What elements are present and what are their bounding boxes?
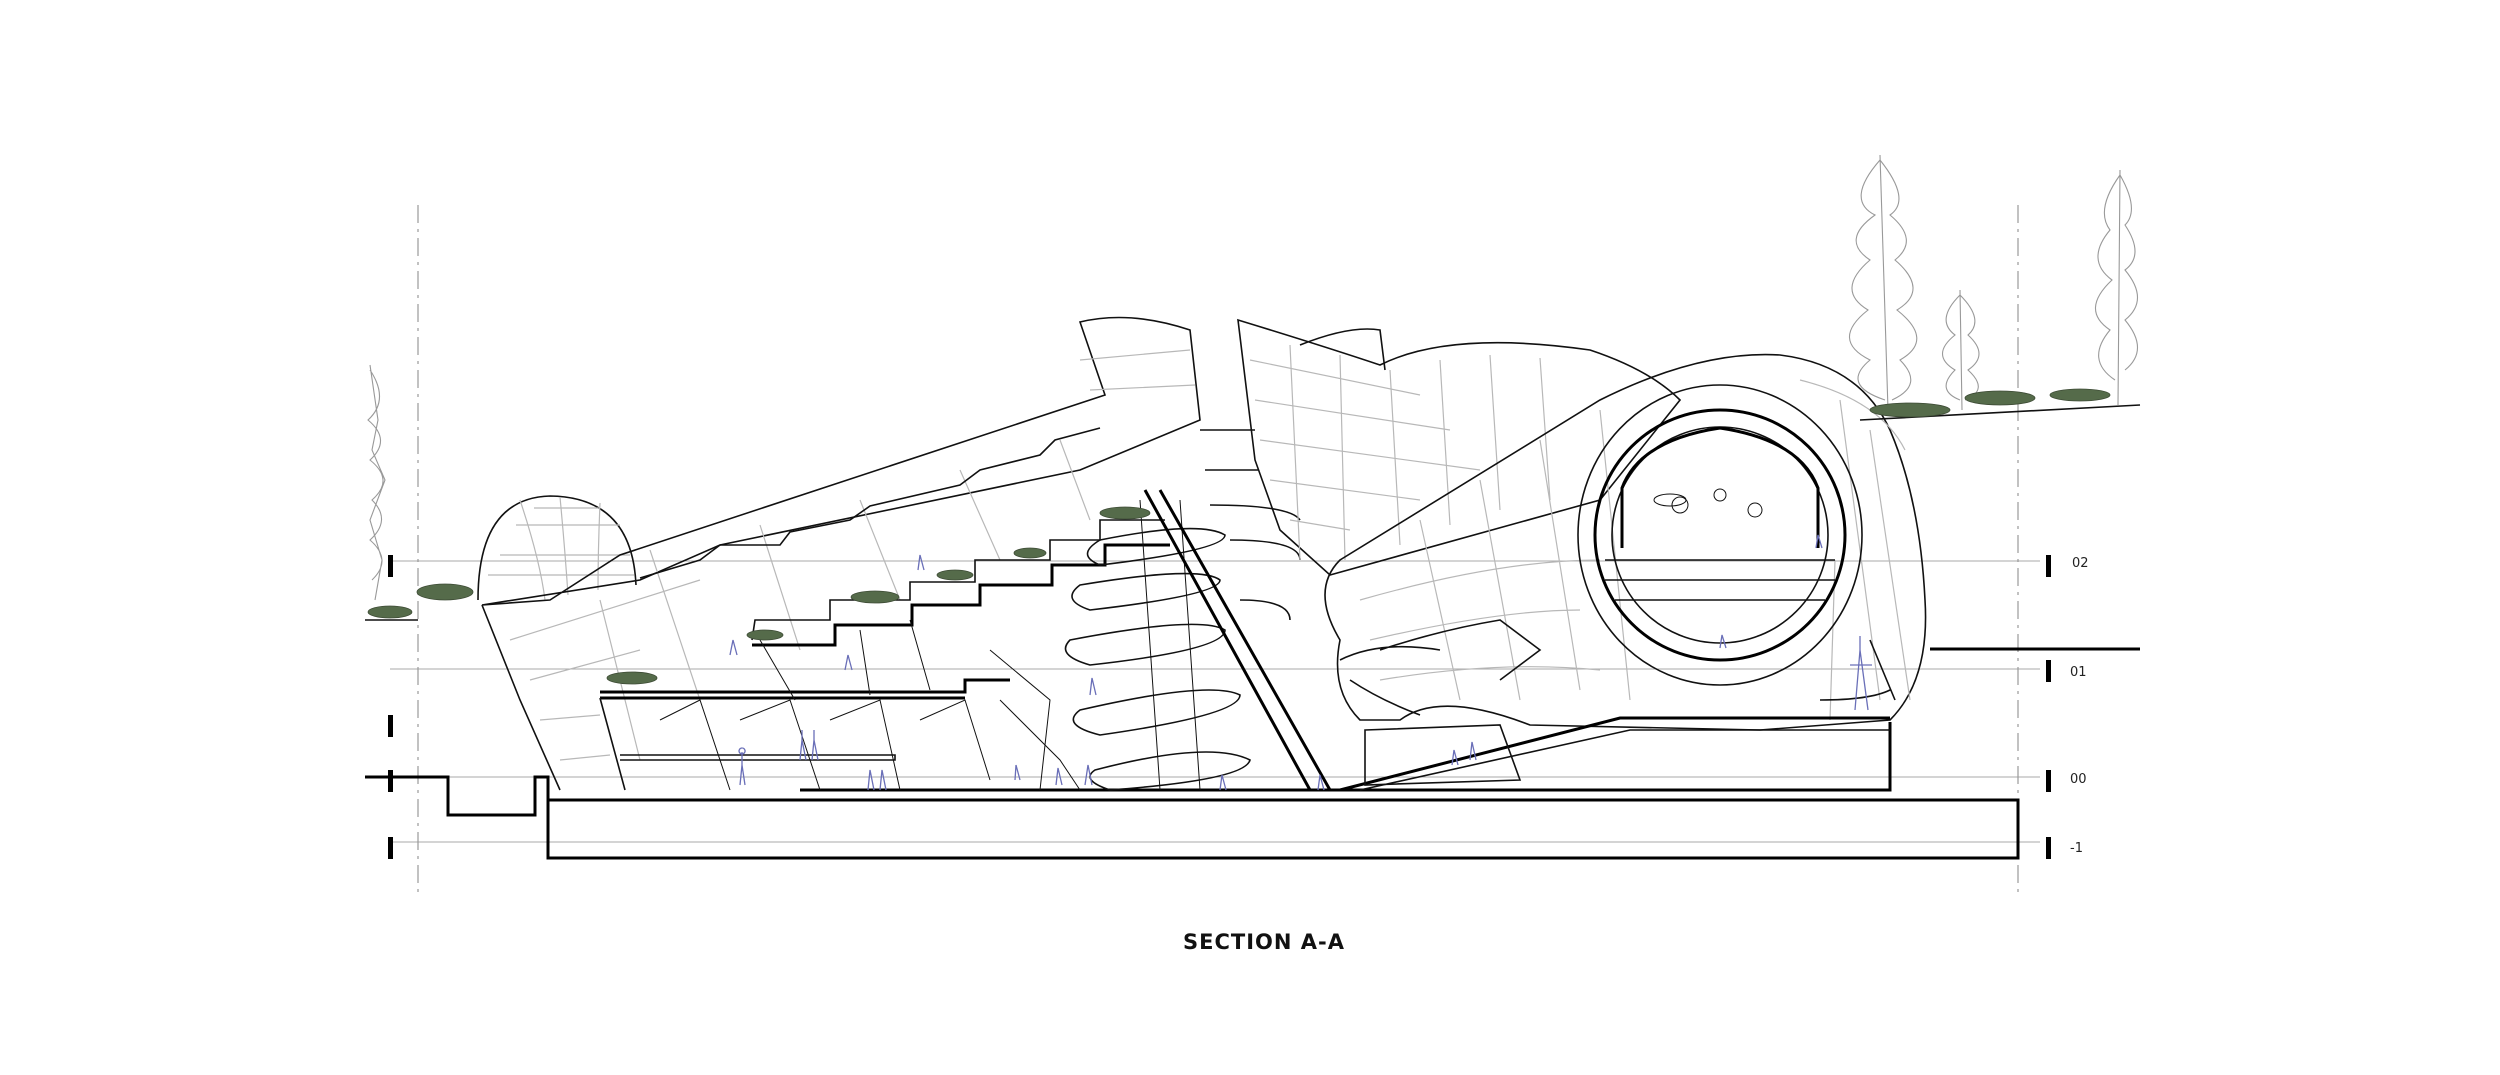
left-wing-volume [481,316,1201,791]
lower-right-slab [1339,716,1890,792]
level-label-01: 01 [2070,665,2087,680]
level-labels: 02 01 00 -1 [2070,556,2089,856]
right-tube-volume [1324,353,1927,731]
spiral-ramp [1064,489,1332,791]
left-dome [477,495,637,601]
human-figures [729,534,1872,791]
grid-axes [417,205,2019,895]
central-volume [1200,318,1682,576]
section-title: SECTION A-A [1183,930,1345,954]
level-ticks [388,555,2051,859]
level-label-minus-1: -1 [2070,841,2083,856]
planting [365,388,2141,685]
trees [367,154,2138,601]
ground-and-basement [365,647,2140,860]
level-label-00: 00 [2070,772,2087,787]
level-label-02: 02 [2072,556,2089,571]
